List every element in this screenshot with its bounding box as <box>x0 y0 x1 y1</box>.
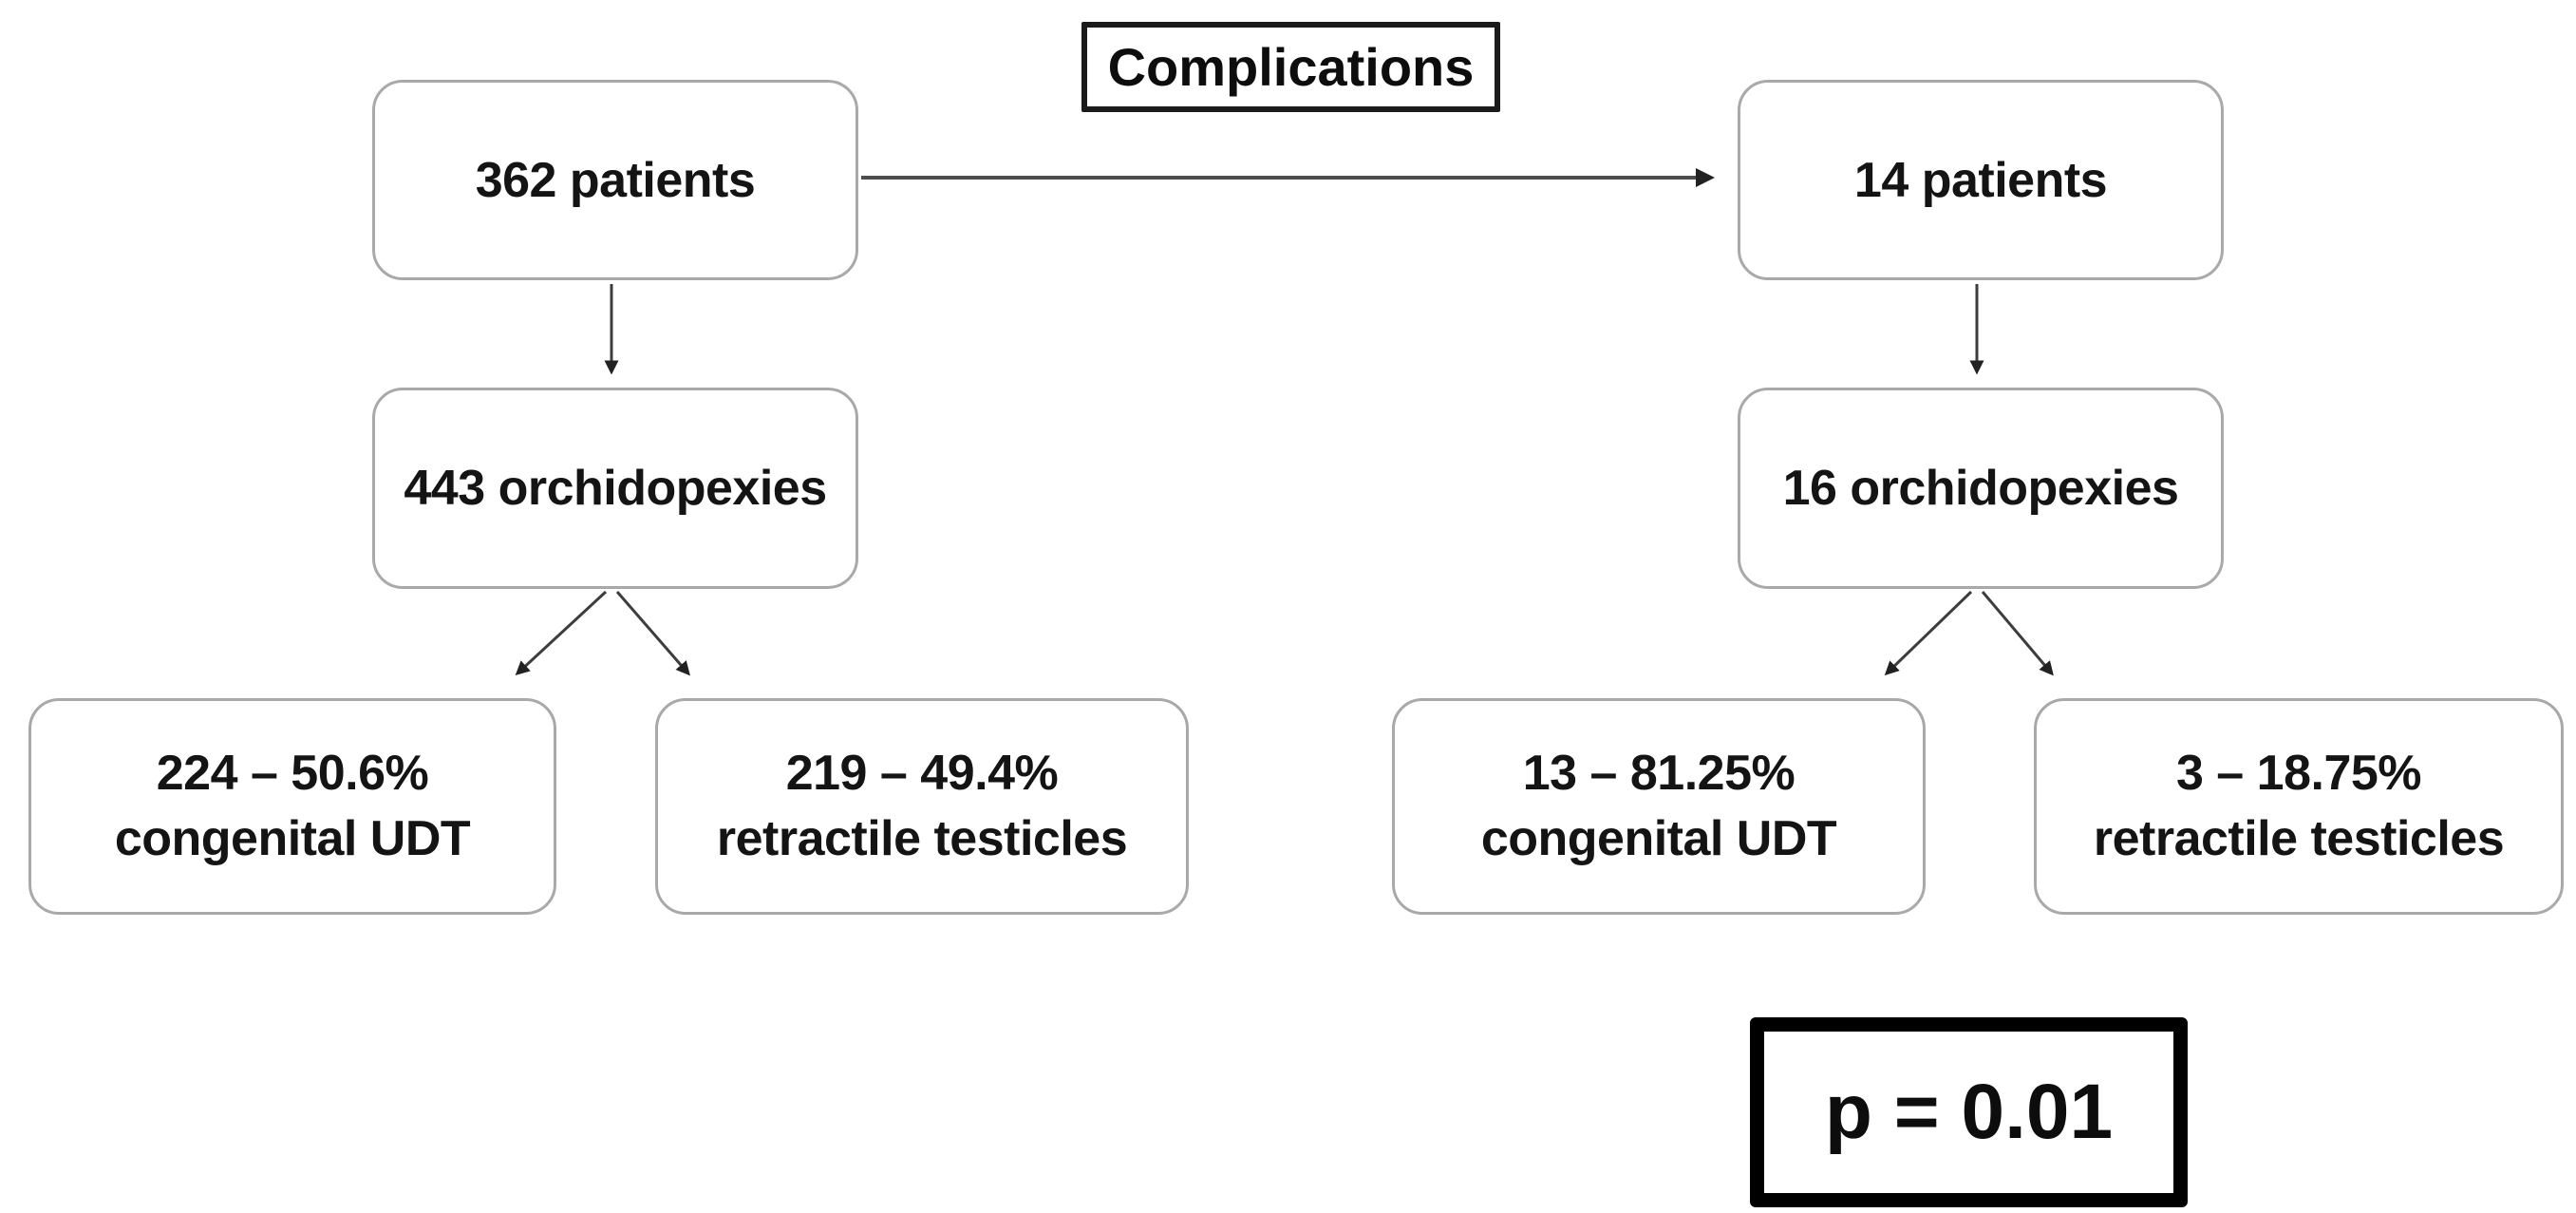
node-right-orchidopexies-label: 16 orchidopexies <box>1782 461 2179 516</box>
arrow-right-orchidopexies-to-retractile <box>1981 591 2054 676</box>
node-right-congenital-udt: 13 – 81.25% congenital UDT <box>1392 698 1926 915</box>
p-value-box: p = 0.01 <box>1750 1017 2188 1207</box>
node-left-orchidopexies: 443 orchidopexies <box>372 388 858 589</box>
node-right-congenital-udt-label: congenital UDT <box>1480 811 1837 866</box>
arrow-right-orchidopexies-to-congenital <box>1884 590 1973 676</box>
node-left-retractile-testicles: 219 – 49.4% retractile testicles <box>655 698 1189 915</box>
node-right-retractile-testicles-count: 3 – 18.75% <box>2175 746 2422 802</box>
complications-title-label: Complications <box>1107 37 1475 97</box>
node-left-retractile-testicles-label: retractile testicles <box>716 811 1128 866</box>
node-left-orchidopexies-label: 443 orchidopexies <box>404 461 827 516</box>
p-value-label: p = 0.01 <box>1824 1069 2114 1155</box>
node-left-retractile-testicles-count: 219 – 49.4% <box>785 746 1059 802</box>
node-right-orchidopexies: 16 orchidopexies <box>1738 388 2224 589</box>
arrow-left-orchidopexies-to-retractile <box>615 591 690 676</box>
node-left-patients: 362 patients <box>372 80 858 280</box>
node-right-patients-label: 14 patients <box>1853 152 2108 208</box>
node-right-retractile-testicles-label: retractile testicles <box>2093 811 2505 866</box>
node-left-congenital-udt-count: 224 – 50.6% <box>156 746 429 802</box>
node-left-patients-label: 362 patients <box>475 152 756 208</box>
node-right-retractile-testicles: 3 – 18.75% retractile testicles <box>2034 698 2564 915</box>
arrow-left-orchidopexies-to-congenital <box>515 590 608 676</box>
complications-title-box: Complications <box>1081 22 1500 112</box>
node-left-congenital-udt-label: congenital UDT <box>114 811 471 866</box>
node-left-congenital-udt: 224 – 50.6% congenital UDT <box>28 698 556 915</box>
node-right-patients: 14 patients <box>1738 80 2224 280</box>
node-right-congenital-udt-count: 13 – 81.25% <box>1522 746 1796 802</box>
